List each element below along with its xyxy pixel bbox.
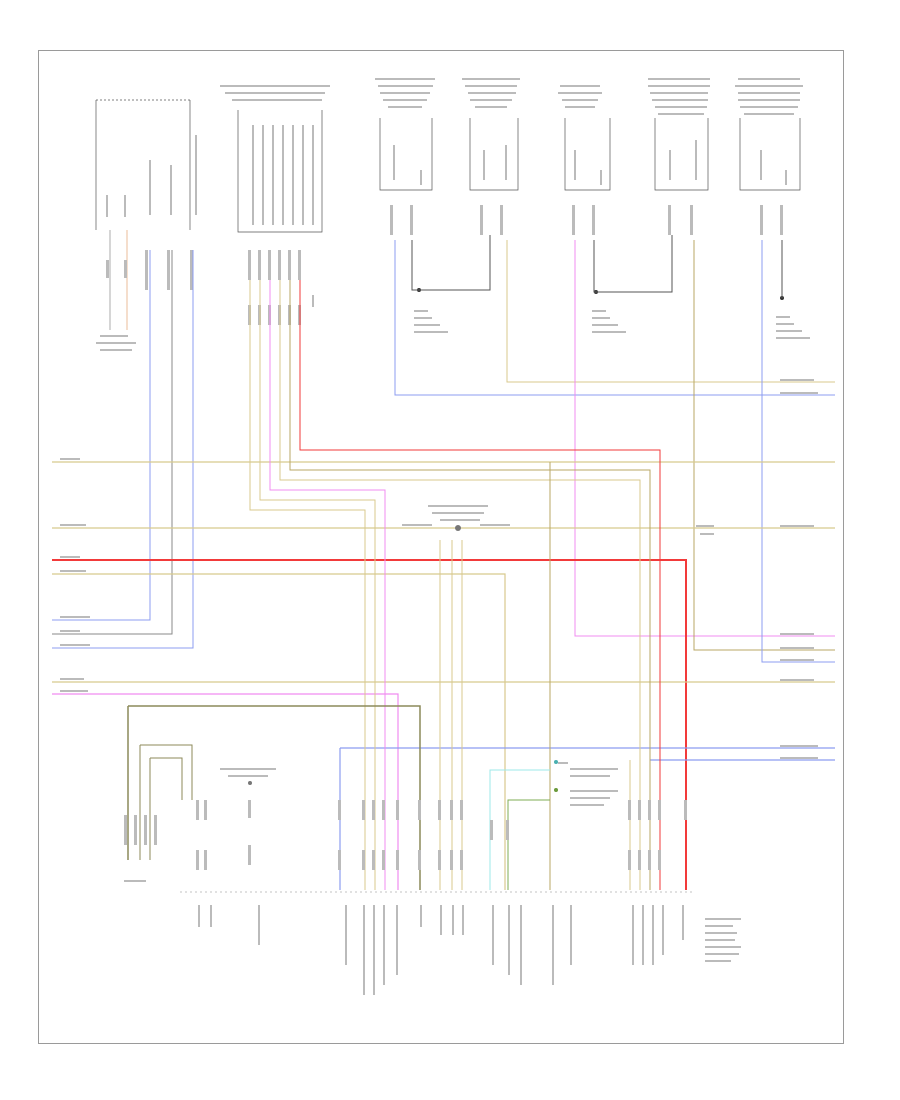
diagram-frame (38, 50, 844, 1044)
center-harness-wires (127, 280, 661, 890)
left-connector-group (95, 99, 191, 330)
right-bus-labels (60, 379, 818, 759)
top-right-connectors (379, 118, 801, 191)
top-right-labels (375, 78, 803, 235)
upper-wires (52, 235, 835, 663)
center-splice (402, 505, 714, 535)
left-connector-glyphs (96, 135, 197, 351)
center-top-connector (220, 85, 330, 325)
bottom-module (124, 760, 741, 995)
ground-points (414, 288, 810, 339)
bus-lines (52, 461, 835, 890)
